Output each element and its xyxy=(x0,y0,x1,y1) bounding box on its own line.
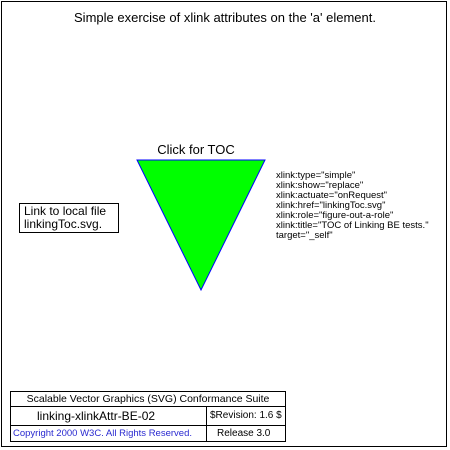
local-note-line-2: linkingToc.svg. xyxy=(24,217,103,231)
conformance-suite-footer: Scalable Vector Graphics (SVG) Conforman… xyxy=(10,391,286,442)
revision-text: $Revision: 1.6 $ xyxy=(210,410,282,421)
attr-href: xlink:href="linkingToc.svg" xyxy=(276,200,386,211)
release-cell: Release 3.0 xyxy=(207,426,285,442)
toc-link-label[interactable]: Click for TOC xyxy=(157,142,235,157)
page-title: Simple exercise of xlink attributes on t… xyxy=(74,10,376,25)
test-name: linking-xlinkAttr-BE-02 xyxy=(37,409,156,423)
local-file-note: Link to local file linkingToc.svg. xyxy=(19,203,119,233)
green-triangle-shape[interactable] xyxy=(136,159,266,292)
attr-title: xlink:title="TOC of Linking BE tests." xyxy=(276,220,429,231)
attr-show: xlink:show="replace" xyxy=(276,180,364,191)
revision-cell: $Revision: 1.6 $ xyxy=(207,407,285,426)
release-text: Release 3.0 xyxy=(217,428,271,439)
copyright-text: Copyright 2000 W3C. All Rights Reserved. xyxy=(13,428,192,439)
attr-actuate: xlink:actuate="onRequest" xyxy=(276,190,388,201)
footer-row-test: linking-xlinkAttr-BE-02 $Revision: 1.6 $ xyxy=(11,406,285,426)
local-note-line-1: Link to local file xyxy=(24,204,107,218)
copyright-cell: Copyright 2000 W3C. All Rights Reserved. xyxy=(11,426,207,442)
attr-target: target="_self" xyxy=(276,230,333,241)
attr-type: xlink:type="simple" xyxy=(276,170,356,181)
footer-row-copyright: Copyright 2000 W3C. All Rights Reserved.… xyxy=(11,425,285,442)
xlink-attribute-list: xlink:type="simple" xlink:show="replace"… xyxy=(276,171,429,241)
test-name-cell: linking-xlinkAttr-BE-02 xyxy=(11,407,207,426)
suite-title: Scalable Vector Graphics (SVG) Conforman… xyxy=(26,393,270,405)
attr-role: xlink:role="figure-out-a-role" xyxy=(276,210,394,221)
